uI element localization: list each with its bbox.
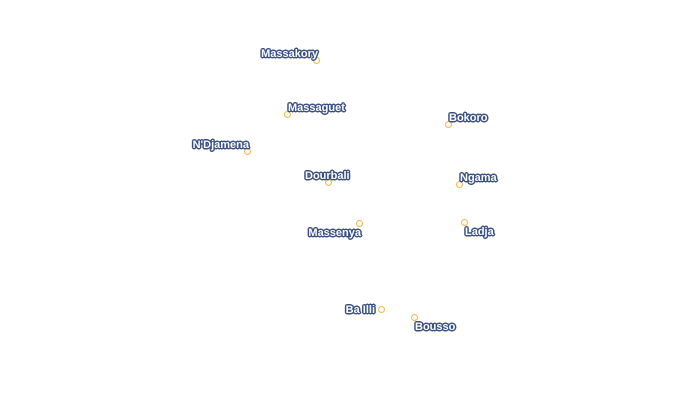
place-label: Massakory [261, 48, 318, 60]
town-marker-icon[interactable] [284, 111, 292, 119]
town-marker-icon[interactable] [411, 314, 419, 322]
place-massakory[interactable]: Massakory [261, 48, 321, 65]
place-ngama[interactable]: Ngama [456, 172, 497, 189]
place-bokoro[interactable]: Bokoro [445, 112, 488, 129]
town-marker-icon[interactable] [325, 179, 333, 187]
town-marker-icon[interactable] [378, 306, 386, 314]
place-label: Dourbali [305, 170, 350, 182]
town-marker-icon[interactable] [445, 121, 453, 129]
town-marker-icon[interactable] [244, 148, 252, 156]
place-ladja[interactable]: Ladja [461, 219, 494, 238]
place-ndjamena[interactable]: N'Djamena [193, 139, 252, 156]
place-massaguet[interactable]: Massaguet [284, 102, 345, 119]
place-dourbali[interactable]: Dourbali [305, 170, 350, 187]
place-label: Ngama [460, 172, 497, 184]
town-marker-icon[interactable] [313, 57, 321, 65]
place-label: Bokoro [449, 112, 488, 124]
place-ba-illi[interactable]: Ba Illi [346, 304, 386, 316]
place-label: Ba Illi [345, 304, 375, 316]
place-label: Bousso [415, 321, 456, 333]
place-label: Ladja [465, 226, 494, 238]
town-marker-icon[interactable] [356, 220, 364, 228]
place-label: Massenya [308, 227, 361, 239]
place-massenya[interactable]: Massenya [308, 220, 364, 239]
town-marker-icon[interactable] [461, 219, 469, 227]
place-label: N'Djamena [192, 139, 249, 151]
place-bousso[interactable]: Bousso [411, 314, 455, 333]
place-label: Massaguet [288, 102, 345, 114]
town-marker-icon[interactable] [456, 181, 464, 189]
